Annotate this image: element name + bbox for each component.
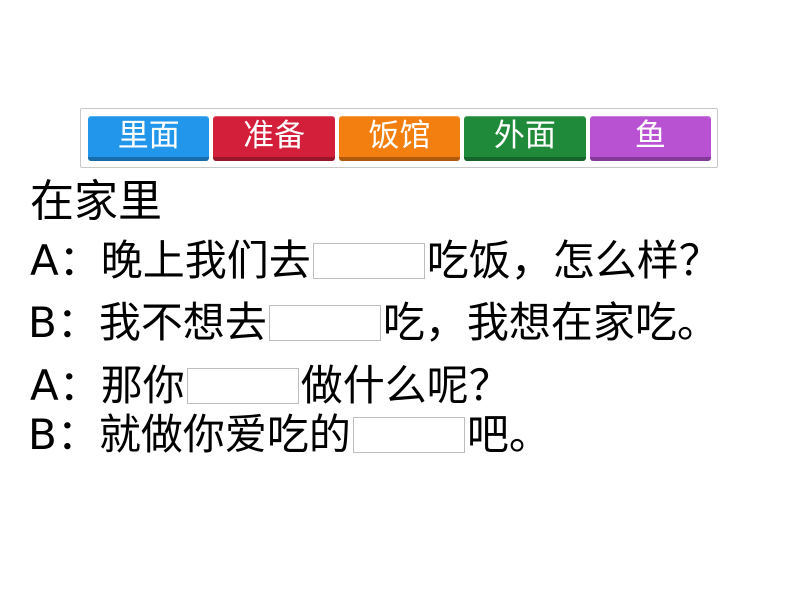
line-1-text-before: A：晚上我们去 [30,236,311,285]
word-tile-yu[interactable]: 鱼 [589,116,712,161]
word-tile-zhunbei[interactable]: 准备 [213,116,335,161]
word-tile-fanguan[interactable]: 饭馆 [338,116,461,161]
line-2-text-before: B：我不想去 [28,298,267,347]
blank-3[interactable] [186,368,299,404]
exercise-title: 在家里 [30,176,162,227]
line-4-text-after: 吧。 [466,410,551,459]
dialogue-line-2: B：我不想去 吃，我想在家吃。 [28,298,719,348]
line-4-text-before: B：就做你爱吃的 [28,410,351,459]
word-tile-waimian[interactable]: 外面 [464,116,586,161]
line-3-text-before: A：那你 [30,361,185,410]
blank-4[interactable] [352,417,465,453]
dialogue-line-3: A：那你 做什么呢？ [30,361,511,411]
blank-1[interactable] [312,243,425,279]
line-3-text-after: 做什么呢？ [300,361,511,410]
dialogue-line-1: A：晚上我们去 吃饭，怎么样？ [30,236,721,286]
word-bank: 里面 准备 饭馆 外面 鱼 [80,108,718,168]
line-1-text-after: 吃饭，怎么样？ [426,236,721,285]
blank-2[interactable] [268,305,381,341]
line-2-text-after: 吃，我想在家吃。 [382,298,719,347]
word-tile-limian[interactable]: 里面 [88,116,210,161]
dialogue-line-4: B：就做你爱吃的 吧。 [28,410,551,460]
